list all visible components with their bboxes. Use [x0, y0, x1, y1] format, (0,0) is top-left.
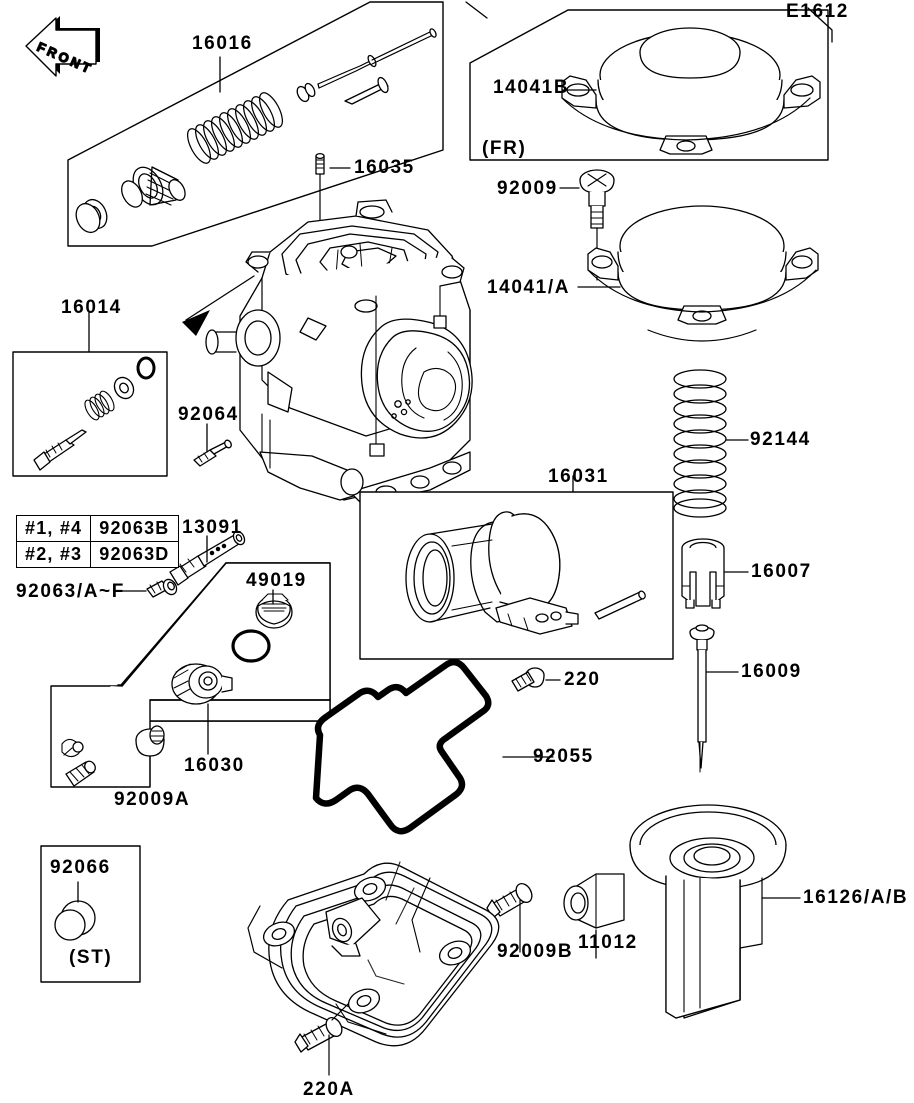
- part-carburetor-body: [205, 199, 473, 505]
- part-clip-pin: [61, 738, 96, 787]
- part-92066: [54, 900, 96, 941]
- label-16014: 16014: [61, 297, 122, 318]
- label-16016: 16016: [192, 33, 253, 54]
- part-220A: [294, 1003, 349, 1076]
- part-16031-assembly: [405, 511, 646, 635]
- cell-part: 92063B: [90, 515, 179, 542]
- part-220: [511, 667, 545, 692]
- label-92055: 92055: [533, 746, 594, 767]
- part-16126: [629, 804, 787, 1019]
- label-14041A: 14041/A: [487, 277, 571, 298]
- part-92009B: [486, 883, 533, 953]
- part-16014-assembly: [33, 356, 156, 471]
- part-14041A: [587, 205, 819, 342]
- part-float-bowl: [247, 861, 500, 1047]
- label-fr-note: (FR): [482, 138, 527, 159]
- label-92066: 92066: [50, 857, 111, 878]
- label-92063-range: 92063/A~F: [16, 581, 125, 602]
- label-16009: 16009: [741, 661, 802, 682]
- table-row: #2, #3 92063D: [15, 541, 179, 568]
- label-13091: 13091: [182, 517, 243, 538]
- part-92009: [579, 169, 615, 281]
- part-11012: [563, 873, 625, 929]
- label-11012: 11012: [578, 932, 638, 953]
- label-st-note: (ST): [69, 947, 113, 968]
- jet-size-table: #1, #4 92063B #2, #3 92063D: [15, 515, 179, 568]
- label-220A: 220A: [303, 1079, 355, 1100]
- part-16007: [681, 538, 725, 609]
- part-92055: [312, 658, 492, 835]
- label-92009: 92009: [497, 178, 558, 199]
- part-13091: [169, 530, 246, 586]
- label-14041B: 14041B: [493, 77, 570, 98]
- part-16009: [689, 624, 715, 773]
- front-arrow-icon: FRONT: [25, 16, 100, 78]
- part-14041B: [561, 27, 821, 155]
- sheet-code: E1612: [786, 1, 849, 22]
- label-220: 220: [564, 669, 601, 690]
- label-92064: 92064: [178, 404, 239, 425]
- part-92009A: [135, 725, 165, 787]
- label-92009B: 92009B: [497, 941, 574, 962]
- label-16030: 16030: [184, 755, 245, 776]
- cell-part: 92063D: [90, 541, 179, 568]
- part-16030-assembly: [171, 663, 233, 705]
- label-16007: 16007: [751, 561, 812, 582]
- label-49019: 49019: [246, 570, 307, 591]
- label-16126: 16126/A/B: [803, 887, 909, 908]
- part-49019: [255, 593, 293, 629]
- label-16035: 16035: [354, 157, 415, 178]
- part-92063: [146, 578, 178, 598]
- label-16031: 16031: [548, 466, 609, 487]
- label-92009A: 92009A: [114, 789, 191, 810]
- part-92144: [673, 369, 727, 518]
- cell-cylinders: #1, #4: [15, 515, 92, 542]
- cell-cylinders: #2, #3: [15, 541, 92, 568]
- label-92144: 92144: [750, 429, 811, 450]
- part-16016-assembly: [75, 28, 437, 234]
- part-92064: [193, 439, 232, 467]
- table-row: #1, #4 92063B: [15, 515, 179, 542]
